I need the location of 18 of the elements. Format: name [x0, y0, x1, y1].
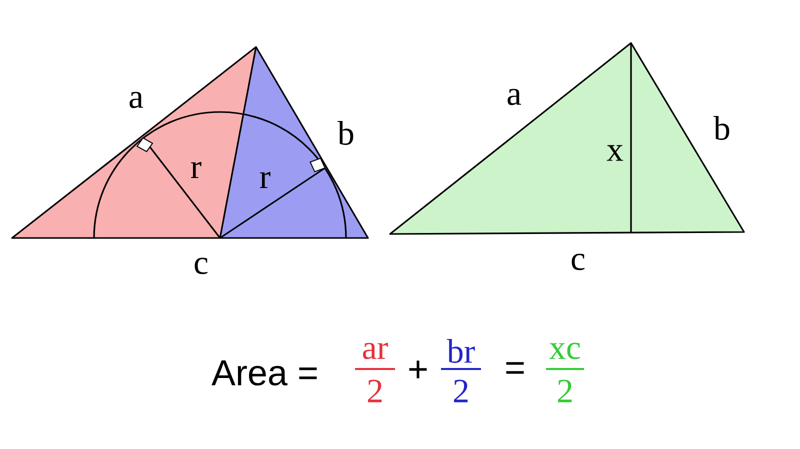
side-label: a [508, 88, 522, 106]
formula-text: xc [549, 342, 580, 360]
side-label: b [714, 116, 730, 140]
side-label: b [338, 121, 354, 145]
side-label: r [260, 172, 270, 188]
formula-text: + [409, 360, 427, 378]
formula-text: 2 [558, 380, 572, 402]
side-label: c [194, 258, 208, 274]
formula-text: br [446, 339, 475, 363]
formula-text: ar [363, 342, 388, 360]
side-label: r [191, 162, 202, 178]
formula-text: 2 [368, 380, 382, 402]
formula-text: Area = [212, 360, 317, 386]
formula-text: = [506, 362, 524, 374]
side-label: a [130, 92, 144, 108]
side-label: c [572, 254, 584, 270]
side-label: x [606, 145, 624, 161]
formula-text: 2 [454, 380, 468, 402]
